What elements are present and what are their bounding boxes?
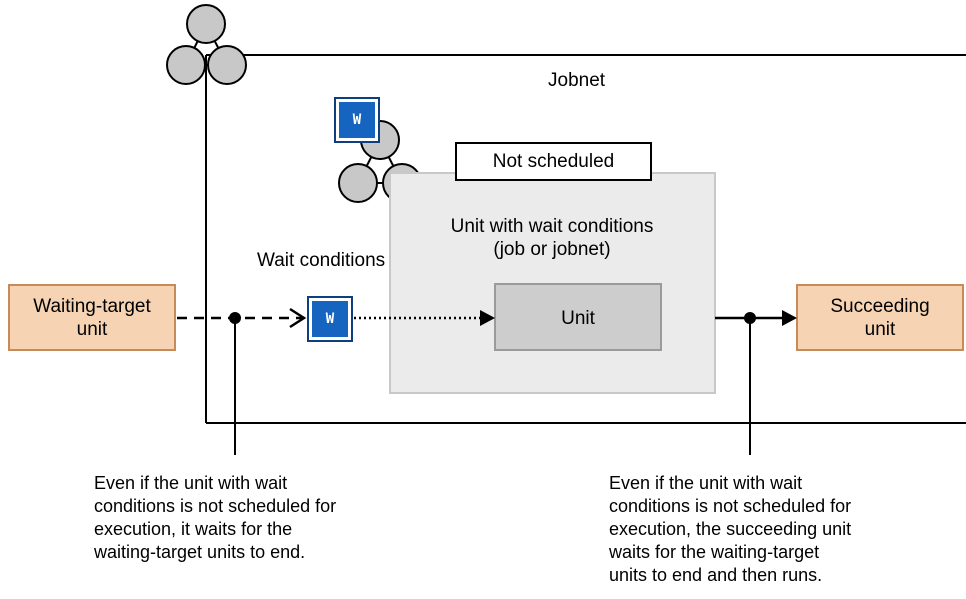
succeeding-line1: Succeeding <box>830 296 930 317</box>
unit-with-wait-line1: Unit with wait conditions <box>450 216 654 237</box>
unit-box <box>494 283 662 351</box>
unit-with-wait-line2: (job or jobnet) <box>493 239 611 260</box>
waiting-target-unit-label: Waiting-target unit <box>9 295 175 341</box>
not-scheduled-label: Not scheduled <box>455 142 652 181</box>
note-right: Even if the unit with wait conditions is… <box>609 473 852 585</box>
wait-badge-icon: W <box>334 97 380 143</box>
succeeding-unit-label: Succeeding unit <box>797 295 963 341</box>
wait-badge-icon: W <box>307 296 353 342</box>
succeeding-unit-box <box>796 284 964 351</box>
succeeding-line2: unit <box>864 319 896 340</box>
unit-with-wait-conditions-label: Unit with wait conditions (job or jobnet… <box>412 215 692 261</box>
jobnet-icon <box>166 4 247 85</box>
unit-label: Unit <box>561 308 595 329</box>
wait-condition-dashed-arrow <box>177 307 307 455</box>
note-left: Even if the unit with wait conditions is… <box>94 473 337 562</box>
wait-condition-dotted-arrow <box>354 310 495 326</box>
succeeding-arrow <box>715 310 797 455</box>
waiting-target-unit-box <box>8 284 176 351</box>
waiting-target-line2: unit <box>76 319 108 340</box>
wait-conditions-label: Wait conditions <box>257 250 386 271</box>
jobnet-label: Jobnet <box>548 70 606 91</box>
waiting-target-line1: Waiting-target <box>33 296 151 317</box>
jobnet-boundary <box>205 54 966 424</box>
